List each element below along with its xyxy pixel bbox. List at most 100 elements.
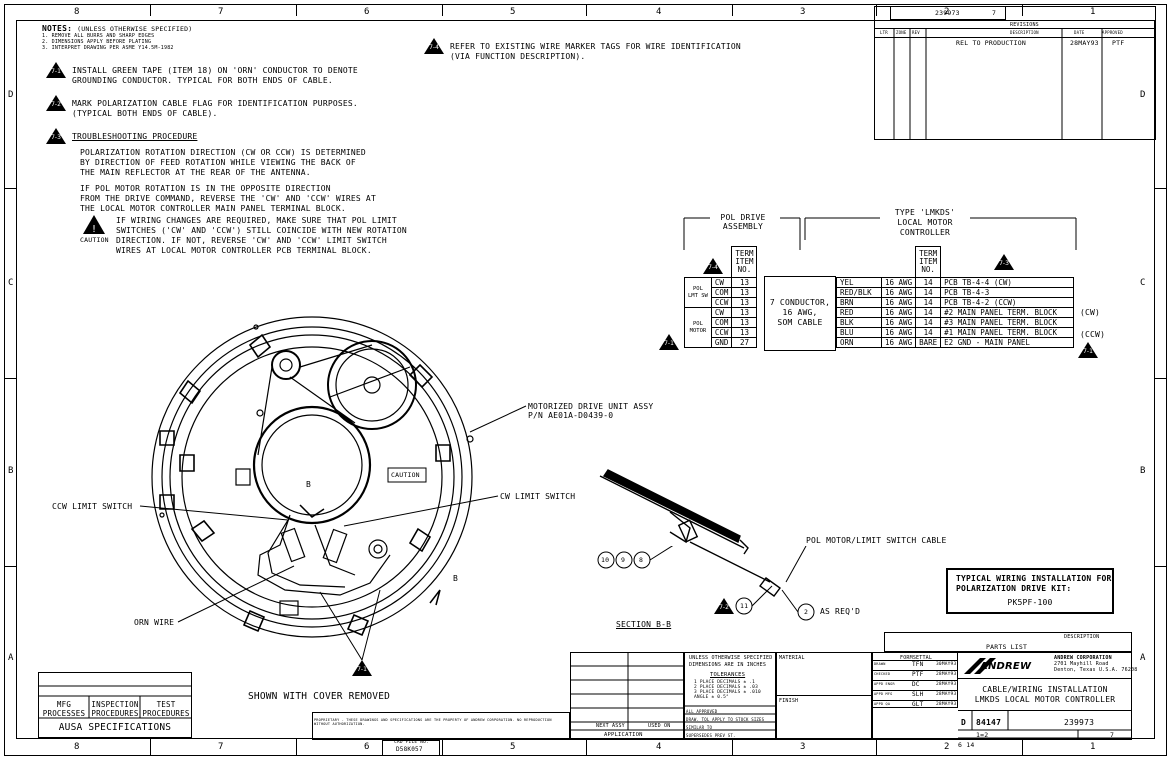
signature-date: 28MAY93	[936, 702, 957, 707]
zone-divider	[1155, 188, 1167, 189]
rev-row-date: 28MAY93	[1070, 39, 1099, 47]
term-header-2: ITEM	[919, 257, 938, 266]
tolerance-lines	[684, 705, 776, 731]
signature-row-line	[872, 680, 958, 681]
pol-drive-header-1: POL DRIVE	[720, 213, 766, 222]
revision-block	[874, 6, 1156, 140]
signature-initials: DC	[912, 681, 920, 688]
wiring-flag-7-3: 7-3	[994, 254, 1014, 270]
motor-assy-label-2: P/N AE01A-D0439-0	[528, 411, 614, 420]
signature-date: 28MAY93	[936, 692, 957, 697]
application-label: APPLICATION	[604, 732, 643, 738]
zone-label-B: B	[8, 466, 14, 476]
zone-label-5: 5	[510, 742, 516, 752]
zone-divider	[4, 188, 16, 189]
cable-desc-3: SOM CABLE	[777, 318, 823, 327]
zone-label-2: 2	[944, 742, 950, 752]
proprietary-notice	[312, 712, 570, 740]
zone-divider	[442, 739, 443, 756]
drawing-title-1: CABLE/WIRING INSTALLATION	[982, 685, 1108, 694]
cable-desc-2: 16 AWG,	[782, 308, 818, 317]
note-3c-line-1: IF WIRING CHANGES ARE REQUIRED, MAKE SUR…	[116, 216, 397, 225]
assembly-caption: SHOWN WITH COVER REMOVED	[248, 691, 391, 702]
zone-label-2: 2	[944, 7, 950, 17]
pol-motor-cable-label: POL MOTOR/LIMIT SWITCH CABLE	[806, 536, 947, 545]
motor-assy-label-1: MOTORIZED DRIVE UNIT ASSY	[528, 402, 654, 411]
tol-row-2: DRAW. TOL APPLY TO STOCK SIZES	[686, 717, 765, 722]
zone-label-3: 3	[800, 742, 806, 752]
wiring-flag-7-1-right: 7-1	[1078, 342, 1098, 358]
note-flag-7-2: 7-2	[46, 95, 66, 111]
zone-divider	[296, 4, 297, 16]
pol-drive-header-2: ASSEMBLY	[722, 222, 764, 231]
signature-initials: TFN	[912, 661, 924, 668]
note-4-line-2: (VIA FUNCTION DESCRIPTION).	[450, 52, 586, 61]
caution-plate: CAUTION	[391, 471, 420, 479]
note-3b-line-3: THE LOCAL MOTOR CONTROLLER MAIN PANEL TE…	[80, 204, 346, 213]
rev-dwg-number: 239973	[935, 9, 960, 17]
finish-label: FINISH	[779, 698, 799, 704]
typical-wiring-title-box	[946, 568, 1114, 614]
zone-label-6: 6	[364, 7, 370, 17]
notes-general-1: 1. REMOVE ALL BURRS AND SHARP EDGES	[42, 33, 155, 39]
drive-assembly-drawing	[151, 316, 474, 638]
company-name: ANDREW CORPORATION	[1054, 655, 1112, 661]
note-3c-line-2: SWITCHES ('CW' AND 'CCW') STILL COINCIDE…	[116, 226, 407, 235]
rev-sheet: 7	[992, 9, 997, 17]
inspection-procedures-label: INSPECTION PROCEDURES	[91, 700, 139, 718]
rev-header-row	[874, 28, 1156, 38]
rev-col-approved: APPROVED	[1102, 30, 1123, 35]
cage-code: 84147	[976, 718, 1002, 727]
ausa-specifications: AUSA SPECIFICATIONS	[58, 722, 172, 733]
used-on-label: USED ON	[648, 723, 671, 729]
tol-line-4: ANGLE ± 0.5°	[694, 695, 729, 700]
controller-header-3: CONTROLLER	[899, 228, 951, 237]
cad-file-label: CAD FILE NO.	[394, 740, 429, 745]
signature-initials: GLT	[912, 701, 924, 708]
company-address-2: Denton, Texas U.S.A. 76208	[1054, 667, 1138, 673]
note-3a-line-3: THE MAIN REFLECTOR AT THE REAR OF THE AN…	[80, 168, 311, 177]
size-letter: D	[961, 718, 967, 727]
zone-divider	[150, 4, 151, 16]
section-balloons	[597, 546, 815, 621]
zone-divider	[150, 739, 151, 756]
rev-title: REVISIONS	[1010, 22, 1039, 28]
signature-row-line	[872, 660, 958, 661]
rev-col-date: DATE	[1074, 30, 1085, 35]
signature-initials: PTF	[912, 671, 924, 678]
proprietary-text: PROPRIETARY - THESE DRAWINGS AND SPECIFI…	[314, 718, 552, 726]
ccw-limit-switch-label: CCW LIMIT SWITCH	[52, 502, 133, 511]
term-header-1: TERM	[735, 249, 754, 258]
signature-role: APPD ENGR	[874, 682, 895, 686]
tol-title: TOLERANCES	[710, 672, 746, 678]
zone-divider	[1155, 566, 1167, 567]
wiring-flag-7-4: 7-4	[703, 258, 723, 274]
dwg-scale: 1=2	[976, 731, 989, 739]
signature-row-line	[872, 700, 958, 701]
balloon-2: 2	[804, 608, 809, 616]
zone-divider	[4, 566, 16, 567]
notes-general-3: 3. INTERPRET DRAWING PER ASME Y14.5M-198…	[42, 45, 174, 51]
note-3c-line-4: WIRES AT LOCAL MOTOR CONTROLLER PCB TERM…	[116, 246, 372, 255]
wiring-header-brackets	[683, 217, 1077, 250]
cad-file-box	[382, 740, 440, 756]
controller-header-1: TYPE 'LMKDS'	[894, 208, 956, 217]
zone-label-4: 4	[656, 7, 662, 17]
zone-divider	[876, 739, 877, 756]
typical-wiring-title-1: TYPICAL WIRING INSTALLATION FOR	[956, 574, 1112, 583]
tolerance-block	[684, 652, 776, 740]
title-divider-2	[958, 710, 1132, 711]
zone-divider	[732, 4, 733, 16]
group-pol-motor-1: POL	[692, 320, 703, 327]
term-header-1: TERM	[919, 249, 938, 258]
zone-divider	[1155, 378, 1167, 379]
note-3a-line-1: POLARIZATION ROTATION DIRECTION (CW OR C…	[80, 148, 366, 157]
rev-row-desc: REL TO PRODUCTION	[956, 39, 1026, 47]
rev-col-rev: REV	[912, 30, 920, 35]
zone-divider	[586, 4, 587, 16]
dwg-number: 239973	[1064, 718, 1095, 727]
tol-line-1: 1 PLACE DECIMALS ± .1	[694, 680, 756, 685]
material-block	[776, 652, 872, 740]
